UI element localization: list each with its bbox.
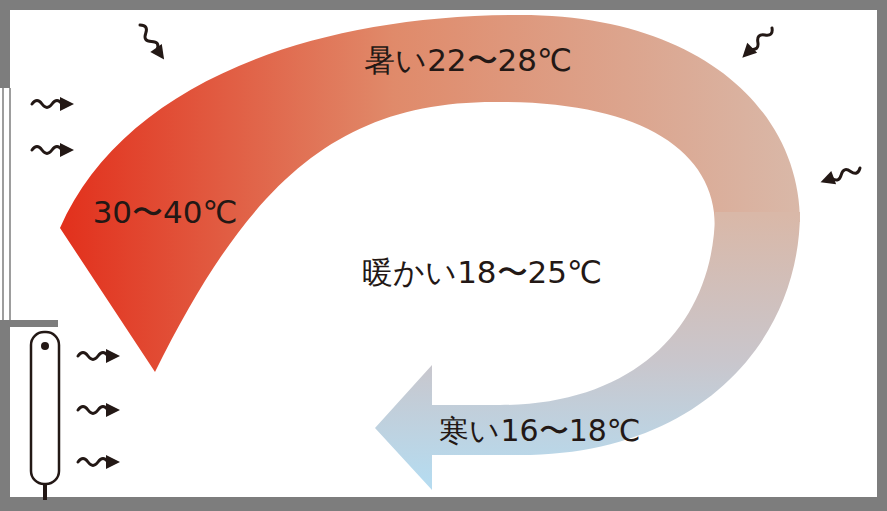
hottest-zone-label: 30〜40℃ <box>93 195 238 229</box>
warm-zone-label: 暖かい18〜25℃ <box>362 255 602 289</box>
temperature-arrow <box>375 212 800 490</box>
window <box>3 88 10 320</box>
radiator <box>31 332 59 500</box>
hot-zone-label: 暑い22〜28℃ <box>364 43 572 77</box>
heat-flow-arrow <box>32 21 862 469</box>
cold-zone-label: 寒い16〜18℃ <box>439 414 640 447</box>
